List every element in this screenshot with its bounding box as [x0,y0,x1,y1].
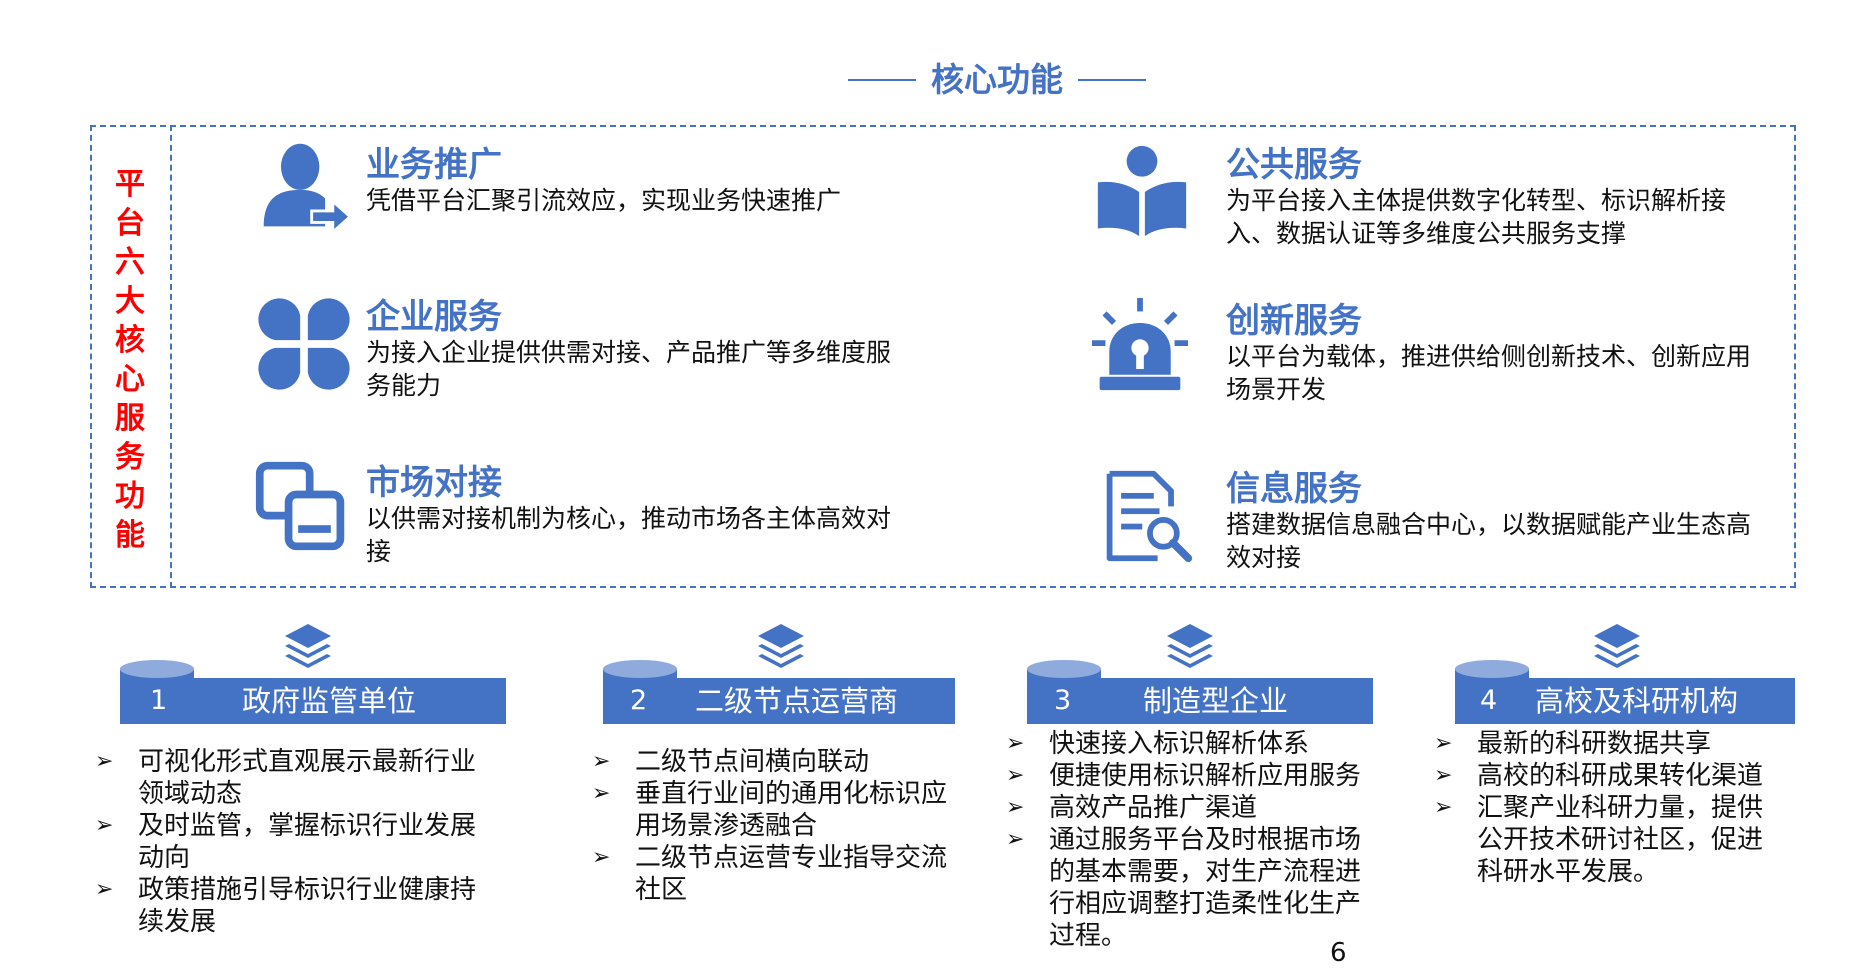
user-arrow-icon [256,138,352,234]
category-name: 二级节点运营商 [695,684,899,718]
feature-title-business-promotion: 业务推广 [366,145,502,185]
category-name: 制造型企业 [1143,684,1289,718]
title-line-left [848,79,916,81]
layers-icon [756,622,806,668]
clover-icon [256,296,352,392]
arrow-bullet-icon: ➢ [1006,763,1025,788]
category-name: 政府监管单位 [242,684,417,718]
arrow-bullet-icon: ➢ [592,749,611,774]
category-number: 4 [1480,685,1498,716]
book-reader-icon [1094,144,1190,240]
category-bullets-3: ➢快速接入标识解析体系 ➢便捷使用标识解析应用服务 ➢高效产品推广渠道 ➢通过服… [1004,728,1382,952]
feature-desc-market-matching: 以供需对接机制为核心，推动市场各主体高效对接 [366,504,892,566]
cylinder-icon [1455,660,1529,722]
category-number: 3 [1054,685,1072,716]
arrow-bullet-icon: ➢ [95,749,114,774]
list-item: ➢二级节点运营专业指导交流社区 [592,843,948,905]
list-item: ➢快速接入标识解析体系 [1006,729,1310,759]
page-number: 6 [1330,938,1347,968]
category-bullets-1: ➢可视化形式直观展示最新行业领域动态 ➢及时监管，掌握标识行业发展动向 ➢政策措… [93,746,483,938]
feature-title-public-service: 公共服务 [1226,145,1362,185]
feature-title-enterprise-service: 企业服务 [366,297,502,337]
page-title: 核心功能 [931,60,1063,99]
category-number: 2 [630,685,648,716]
feature-desc-innovation-service: 以平台为载体，推进供给侧创新技术、创新应用场景开发 [1226,342,1752,404]
category-number: 1 [150,685,168,716]
arrow-bullet-icon: ➢ [1006,795,1025,820]
core-functions-panel [90,125,1796,588]
list-item: ➢可视化形式直观展示最新行业领域动态 [95,747,477,809]
feature-desc-public-service: 为平台接入主体提供数字化转型、标识解析接入、数据认证等多维度公共服务支撑 [1226,186,1727,248]
title-bar: 核心功能 [0,58,1871,102]
list-item: ➢高效产品推广渠道 [1006,793,1258,823]
arrow-bullet-icon: ➢ [1006,731,1025,756]
list-item: ➢高校的科研成果转化渠道 [1434,761,1764,791]
side-label: 平台六大核心服务功能 [115,167,145,553]
cylinder-icon [1027,660,1101,722]
arrow-bullet-icon: ➢ [1006,827,1025,852]
list-item: ➢及时监管，掌握标识行业发展动向 [95,811,477,873]
layers-icon [283,622,333,668]
feature-title-innovation-service: 创新服务 [1226,301,1362,341]
list-item: ➢政策措施引导标识行业健康持续发展 [95,875,477,937]
layers-icon [1592,622,1642,668]
category-bullets-4: ➢最新的科研数据共享 ➢高校的科研成果转化渠道 ➢汇聚产业科研力量，提供公开技术… [1432,728,1772,888]
arrow-bullet-icon: ➢ [95,813,114,838]
list-item: ➢二级节点间横向联动 [592,747,870,777]
side-label-box: 平台六大核心服务功能 [90,125,172,588]
arrow-bullet-icon: ➢ [592,845,611,870]
cylinder-icon [603,660,677,722]
feature-title-market-matching: 市场对接 [366,463,502,503]
linked-squares-icon [254,458,350,554]
feature-desc-enterprise-service: 为接入企业提供供需对接、产品推广等多维度服务能力 [366,338,892,400]
category-name: 高校及科研机构 [1535,684,1739,718]
layers-icon [1165,622,1215,668]
arrow-bullet-icon: ➢ [1434,731,1453,756]
arrow-bullet-icon: ➢ [1434,763,1453,788]
feature-desc-info-service: 搭建数据信息融合中心，以数据赋能产业生态高效对接 [1226,510,1752,572]
document-search-icon [1100,468,1196,564]
list-item: ➢便捷使用标识解析应用服务 [1006,761,1362,791]
feature-desc-business-promotion: 凭借平台汇聚引流效应，实现业务快速推广 [366,186,842,215]
category-bullets-2: ➢二级节点间横向联动 ➢垂直行业间的通用化标识应用场景渗透融合 ➢二级节点运营专… [590,746,955,906]
arrow-bullet-icon: ➢ [592,781,611,806]
list-item: ➢最新的科研数据共享 [1434,729,1712,759]
title-line-right [1078,79,1146,81]
list-item: ➢通过服务平台及时根据市场的基本需要，对生产流程进行相应调整打造柔性化生产过程。 [1006,825,1362,951]
list-item: ➢汇聚产业科研力量，提供公开技术研讨社区，促进科研水平发展。 [1434,793,1764,887]
arrow-bullet-icon: ➢ [95,877,114,902]
arrow-bullet-icon: ➢ [1434,795,1453,820]
category-bar-1: 政府监管单位 [120,678,506,724]
alarm-light-icon [1092,298,1188,394]
list-item: ➢垂直行业间的通用化标识应用场景渗透融合 [592,779,948,841]
cylinder-icon [120,660,194,722]
feature-title-info-service: 信息服务 [1226,469,1362,509]
